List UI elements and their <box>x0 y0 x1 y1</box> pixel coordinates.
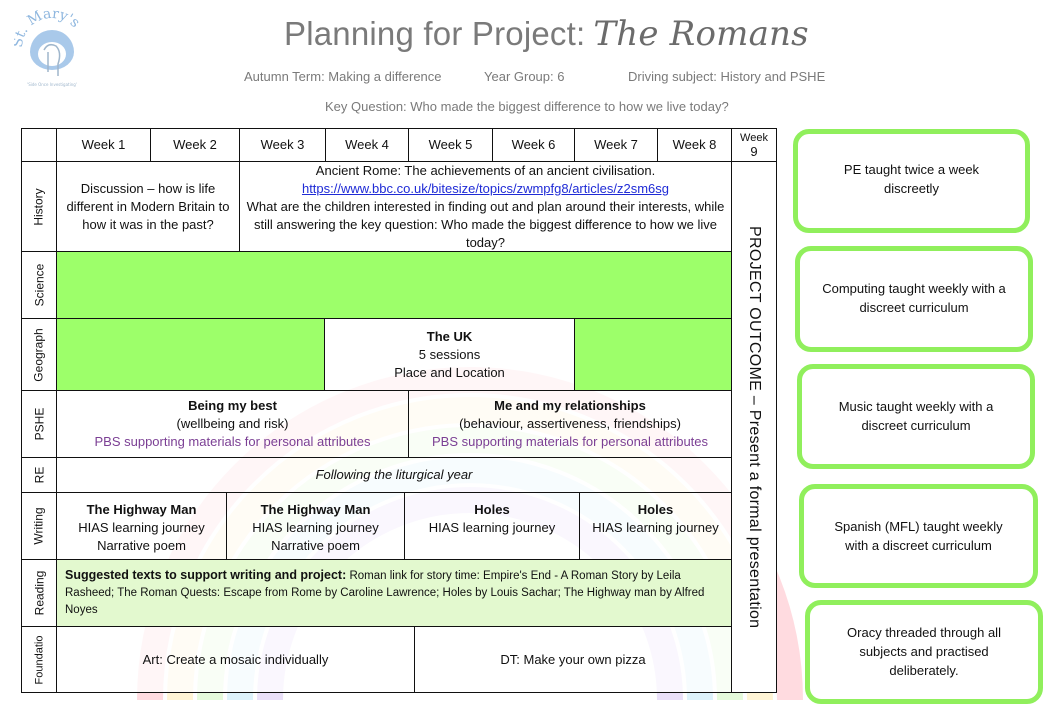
pshe-block1-note: PBS supporting materials for personal at… <box>94 434 371 449</box>
history-intro-cell: Discussion – how is life different in Mo… <box>57 162 240 252</box>
pshe-block2-sub: (behaviour, assertiveness, friendships) <box>459 416 681 431</box>
project-name: The Romans <box>593 14 809 54</box>
school-logo: St. Mary's 'Side Once Investigating' <box>14 10 83 87</box>
side-box-pe: PE taught twice a week discreetly <box>793 129 1030 233</box>
week-header: Week 4 <box>326 129 409 162</box>
history-main-line1: Ancient Rome: The achievements of an anc… <box>315 162 656 178</box>
side-box-music: Music taught weekly with a discreet curr… <box>797 364 1035 469</box>
row-label-geography: Geograph <box>22 319 57 391</box>
side-box-oracy: Oracy threaded through all subjects and … <box>805 600 1043 704</box>
project-outcome-cell: PROJECT OUTCOME – Present a formal prese… <box>732 162 776 692</box>
writing-unit: Holes HIAS learning journey <box>580 493 732 560</box>
term-label: Autumn Term: Making a difference <box>244 69 442 84</box>
geography-sessions: 5 sessions <box>418 346 481 362</box>
geography-title: The UK <box>426 328 473 344</box>
driving-subject-label: Driving subject: History and PSHE <box>628 69 826 84</box>
geography-empty-cell-1 <box>57 319 325 391</box>
pshe-block2-note: PBS supporting materials for personal at… <box>431 434 709 449</box>
week-header: Week 3 <box>240 129 326 162</box>
reading-cell: Suggested texts to support writing and p… <box>57 560 732 627</box>
row-label-history: History <box>22 162 57 252</box>
row-label-writing: Writing <box>22 493 57 560</box>
reading-lead: Suggested texts to support writing and p… <box>65 568 347 582</box>
pshe-block-1: Being my best (wellbeing and risk) PBS s… <box>57 391 409 458</box>
pshe-block2-title: Me and my relationships <box>494 398 646 413</box>
pshe-block1-title: Being my best <box>188 398 277 413</box>
row-label-pshe: PSHE <box>22 391 57 458</box>
re-cell: Following the liturgical year <box>57 458 732 493</box>
week-header: Week 1 <box>57 129 151 162</box>
pshe-block1-sub: (wellbeing and risk) <box>176 416 289 431</box>
side-box-spanish: Spanish (MFL) taught weekly with a discr… <box>799 484 1038 588</box>
row-label-foundation: Foundatio <box>22 627 57 692</box>
title-prefix: Planning for Project: <box>284 15 586 52</box>
history-main-line2: What are the children interested in find… <box>246 198 725 250</box>
pshe-block-2: Me and my relationships (behaviour, asse… <box>409 391 732 458</box>
planning-grid: Week 1 Week 2 Week 3 Week 4 Week 5 Week … <box>21 128 777 693</box>
week-header: Week 7 <box>575 129 658 162</box>
row-label-re: RE <box>22 458 57 493</box>
writing-unit: The Highway Man HIAS learning journey Na… <box>57 493 227 560</box>
corner-cell <box>22 129 57 162</box>
week-header: Week 6 <box>493 129 575 162</box>
reading-texts: Roman link for story time: Empire's End … <box>65 570 705 616</box>
foundation-dt-cell: DT: Make your own pizza <box>415 627 732 692</box>
writing-unit: Holes HIAS learning journey <box>405 493 580 560</box>
week-header-9: Week 9 <box>732 129 776 162</box>
key-question: Key Question: Who made the biggest diffe… <box>325 99 729 114</box>
row-label-science: Science <box>22 252 57 319</box>
side-box-computing: Computing taught weekly with a discreet … <box>795 246 1033 352</box>
logo-tagline: 'Side Once Investigating' <box>27 82 77 87</box>
page-title: Planning for Project:The Romans <box>284 14 809 62</box>
week9-line1: Week <box>740 132 768 144</box>
row-label-reading: Reading <box>22 560 57 627</box>
project-outcome-text: PROJECT OUTCOME – Present a formal prese… <box>746 225 763 629</box>
week9-line2: 9 <box>750 144 758 159</box>
bbc-bitesize-link[interactable]: https://www.bbc.co.uk/bitesize/topics/zw… <box>301 180 670 196</box>
year-group-label: Year Group: 6 <box>484 69 565 84</box>
week-header: Week 8 <box>658 129 732 162</box>
geography-empty-cell-2 <box>575 319 732 391</box>
geography-focus: Place and Location <box>394 364 505 380</box>
science-cell <box>57 252 732 319</box>
week-header: Week 5 <box>409 129 493 162</box>
geography-uk-cell: The UK 5 sessions Place and Location <box>325 319 575 391</box>
foundation-art-cell: Art: Create a mosaic individually <box>57 627 415 692</box>
writing-unit: The Highway Man HIAS learning journey Na… <box>227 493 405 560</box>
history-main-cell: Ancient Rome: The achievements of an anc… <box>240 162 732 252</box>
week-header: Week 2 <box>151 129 240 162</box>
